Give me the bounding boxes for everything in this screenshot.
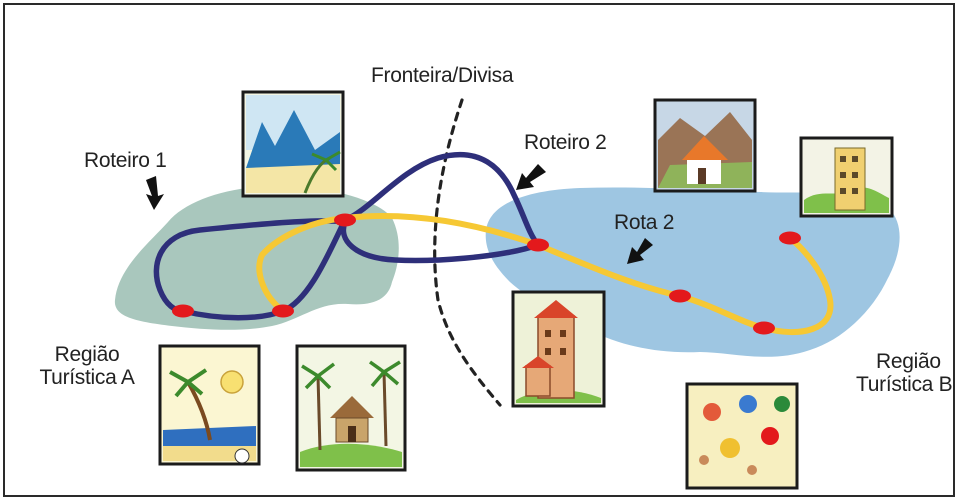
roteiro-1-label: Roteiro 1 xyxy=(84,149,167,172)
stop-marker xyxy=(272,304,294,318)
arrow-roteiro-2 xyxy=(516,164,546,190)
arrow-rota-2 xyxy=(627,238,653,264)
palm-hut-icon xyxy=(295,344,407,472)
tall-building-icon xyxy=(511,290,606,408)
beach-umbrellas-icon xyxy=(685,382,799,490)
rota-2-label: Rota 2 xyxy=(614,211,675,234)
region-a-label-line1: Região xyxy=(54,343,120,366)
region-a-label-line2: Turística A xyxy=(39,366,135,389)
mountain-landscape-icon xyxy=(241,90,345,198)
stop-marker xyxy=(527,238,549,252)
beach-sun-icon xyxy=(158,344,261,466)
border-label: Fronteira/Divisa xyxy=(371,64,514,87)
border-line xyxy=(433,98,502,407)
mountain-house-icon xyxy=(653,98,757,193)
stop-marker xyxy=(172,304,194,318)
tower-building-icon xyxy=(799,136,894,218)
stop-marker xyxy=(669,289,691,303)
arrow-roteiro-1 xyxy=(146,176,164,210)
rota-route xyxy=(256,213,834,336)
region-b-label-line2: Turística B xyxy=(856,373,953,396)
region-b-label-line1: Região xyxy=(876,350,941,373)
roteiro-route xyxy=(153,151,541,321)
region-a-label: Região Turística A xyxy=(28,343,146,389)
roteiro-2-label: Roteiro 2 xyxy=(524,131,607,154)
stop-marker xyxy=(779,231,801,245)
stop-marker xyxy=(753,321,775,335)
stop-marker xyxy=(334,213,356,227)
region-b-label: Região Turística B xyxy=(856,350,956,396)
